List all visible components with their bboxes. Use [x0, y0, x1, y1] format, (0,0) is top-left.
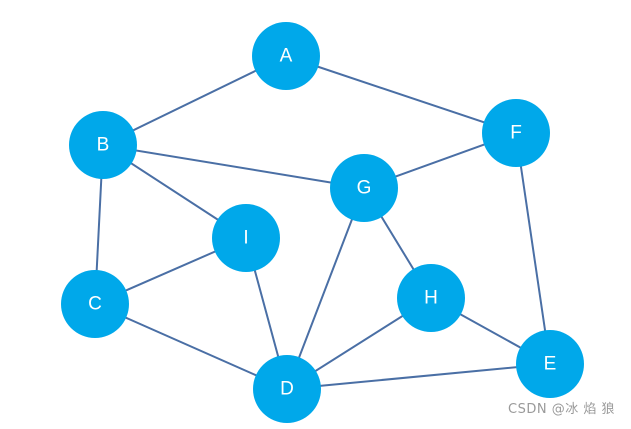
edge-f-e [515, 132, 551, 365]
watermark: CSDN @冰 焰 狼 [508, 402, 615, 417]
node-label: B [97, 135, 110, 156]
node-circle [212, 204, 280, 272]
node-label: G [357, 178, 372, 199]
node-label: C [88, 294, 102, 315]
edge-b-g [102, 144, 365, 189]
node-circle [252, 22, 320, 90]
node-d: D [253, 355, 321, 423]
edge-c-d [94, 303, 288, 390]
nodes-layer: A B C D E F G H I [61, 22, 584, 423]
node-label: F [510, 123, 522, 144]
edges-layer [94, 55, 551, 390]
edge-g-d [286, 187, 365, 390]
node-label: E [544, 354, 557, 375]
node-circle [516, 330, 584, 398]
node-label: H [424, 288, 438, 309]
node-circle [69, 111, 137, 179]
node-circle [482, 99, 550, 167]
node-circle [330, 154, 398, 222]
node-label: I [243, 228, 248, 249]
node-h: H [397, 264, 465, 332]
node-g: G [330, 154, 398, 222]
node-label: D [280, 379, 294, 400]
node-circle [397, 264, 465, 332]
node-e: E [516, 330, 584, 398]
node-a: A [252, 22, 320, 90]
node-circle [61, 270, 129, 338]
edge-d-e [286, 363, 551, 390]
node-f: F [482, 99, 550, 167]
node-b: B [69, 111, 137, 179]
node-i: I [212, 204, 280, 272]
node-c: C [61, 270, 129, 338]
node-label: A [280, 46, 293, 67]
edge-a-f [285, 55, 517, 134]
node-circle [253, 355, 321, 423]
